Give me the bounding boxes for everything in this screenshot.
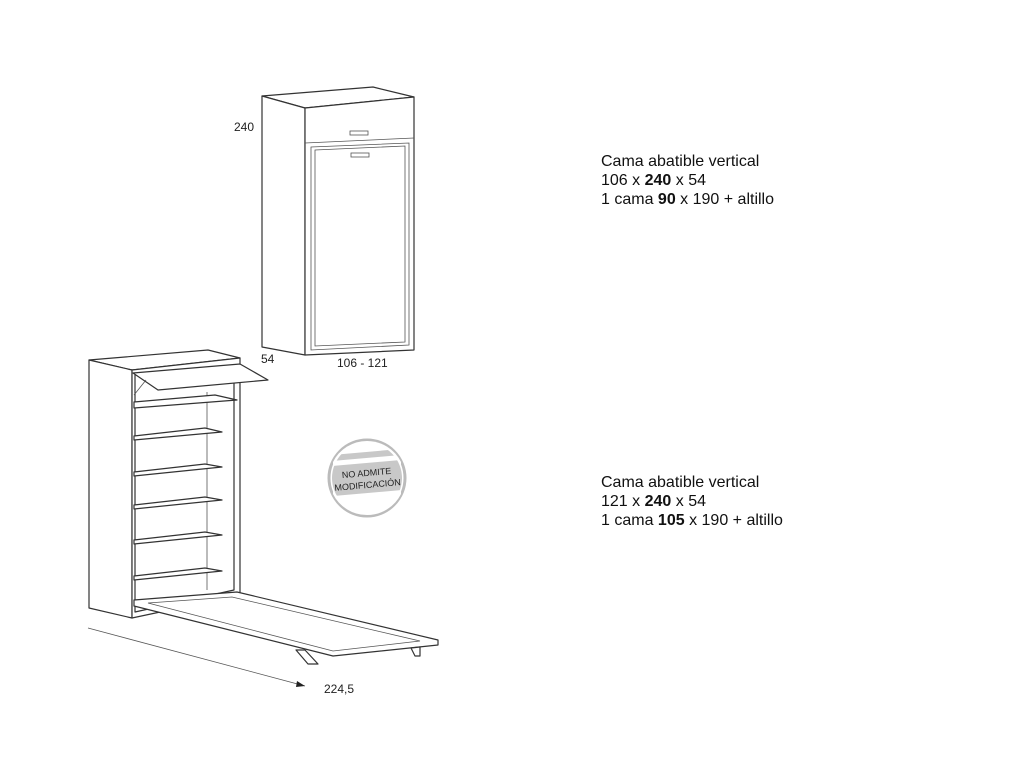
product-title: Cama abatible vertical: [601, 153, 760, 170]
product-title: Cama abatible vertical: [601, 474, 760, 491]
shelves: [133, 394, 238, 581]
open-bed-drawing: [87, 349, 439, 687]
product-dimensions: 106 x 240 x 54: [601, 172, 706, 189]
product-bed-size: 1 cama 90 x 190 + altillo: [601, 191, 774, 208]
product-dimensions: 121 x 240 x 54: [601, 493, 706, 510]
product-description-2: Cama abatible vertical 121 x 240 x 54 1 …: [601, 473, 783, 530]
closed-cabinet-drawing: [261, 86, 415, 356]
no-modification-badge: NO ADMITE MODIFICACIÓN: [327, 438, 407, 518]
product-description-1: Cama abatible vertical 106 x 240 x 54 1 …: [601, 152, 774, 209]
width-dimension: 106 - 121: [337, 356, 388, 370]
depth-dimension: 54: [261, 352, 275, 366]
length-dimension: 224,5: [324, 682, 354, 696]
badge-line-1: NO ADMITE: [341, 466, 391, 480]
height-dimension: 240: [234, 120, 254, 134]
product-bed-size: 1 cama 105 x 190 + altillo: [601, 512, 783, 529]
